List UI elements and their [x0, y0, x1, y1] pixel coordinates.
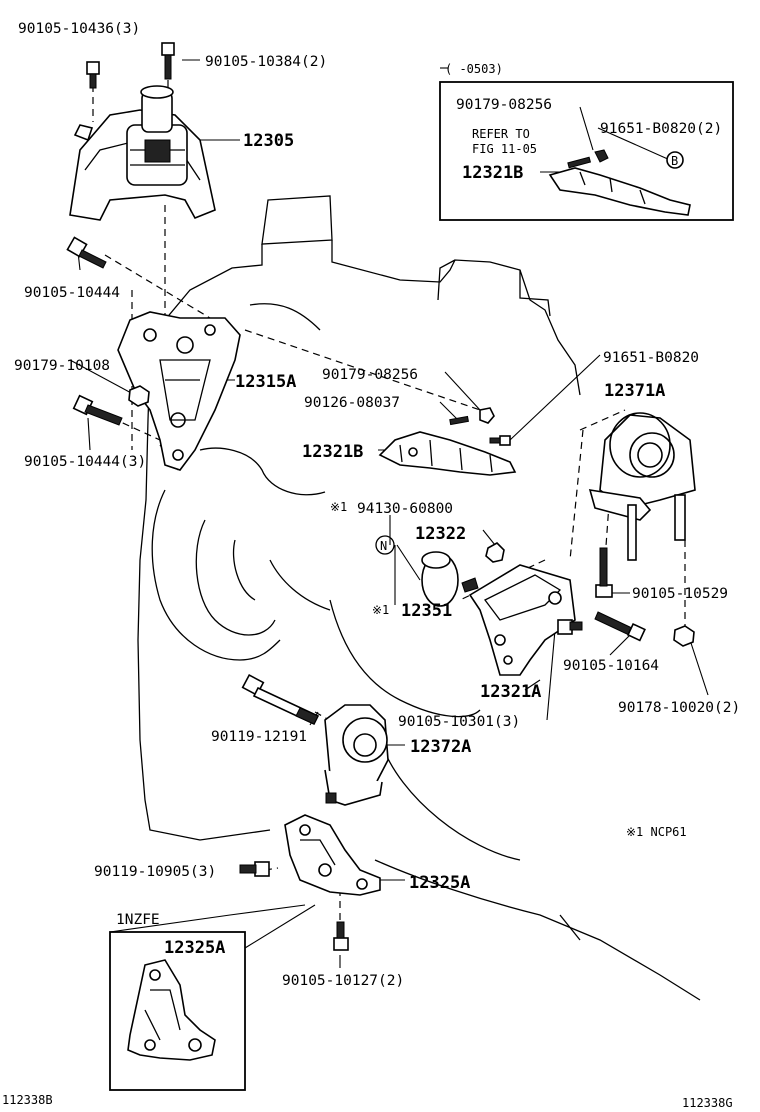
nut-90178-10020	[673, 625, 695, 647]
bolt-90105-10301	[557, 619, 583, 635]
inset-fig: FIG 11-05	[472, 142, 537, 156]
label-12371A: 12371A	[604, 381, 665, 401]
label-90179-10108: 90179-10108	[14, 358, 110, 374]
note-ncp61: ※1 NCP61	[626, 825, 687, 839]
label-n: N	[380, 539, 387, 553]
label-12321B: 12321B	[302, 442, 363, 462]
n-circle	[375, 535, 395, 555]
mount-12371A	[588, 412, 696, 561]
inset-label-91651-B0820: 91651-B0820(2)	[600, 121, 722, 137]
label-12351: 12351	[401, 601, 452, 621]
label-94130-60800: 94130-60800	[357, 501, 453, 517]
bracket-12321A	[461, 564, 576, 676]
label-90105-10436: 90105-10436(3)	[18, 21, 140, 37]
label-12322: 12322	[415, 524, 466, 544]
stud-90126-08037	[449, 415, 469, 426]
label-90105-10529: 90105-10529	[632, 586, 728, 602]
inset-refer-to: REFER TO	[472, 127, 530, 141]
bolt-90105-10164	[594, 611, 646, 642]
inset-bracket-12321B	[548, 149, 691, 216]
bolt-90105-10444-top	[66, 236, 107, 269]
bolt-90119-10905	[239, 861, 270, 877]
mount-12305	[69, 85, 216, 221]
label-90105-10444-b: 90105-10444(3)	[24, 454, 146, 470]
inset-box-1nzfe	[109, 931, 246, 1091]
label-12325A: 12325A	[409, 873, 470, 893]
label-90105-10164: 90105-10164	[563, 658, 659, 674]
label-90126-08037: 90126-08037	[304, 395, 400, 411]
label-12315A: 12315A	[235, 372, 296, 392]
label-90105-10444-a: 90105-10444	[24, 285, 120, 301]
inset-bracket-12325A	[127, 959, 216, 1061]
nut-90179-08256	[479, 407, 495, 424]
inset-label-b: B	[671, 154, 678, 168]
label-90105-10384: 90105-10384(2)	[205, 54, 327, 70]
damper-12351	[421, 551, 459, 607]
nut-12322	[485, 542, 505, 563]
inset-box-top	[439, 81, 734, 221]
inset-label-12321B: 12321B	[462, 163, 523, 183]
diagram-code-left: 112338B	[2, 1093, 53, 1107]
inset-range: ( -0503)	[445, 62, 503, 76]
bolt-90105-10444-lower	[72, 394, 123, 426]
inset-1nzfe-12325A: 12325A	[164, 938, 225, 958]
bolt-90105-10436	[86, 61, 100, 89]
engine-block-outline	[137, 195, 701, 1001]
label-90105-10301: 90105-10301(3)	[398, 714, 520, 730]
bracket-12325A	[284, 814, 381, 896]
bracket-12321B	[378, 431, 517, 476]
bracket-12315A	[117, 311, 241, 471]
diagram-code-right: 112338G	[682, 1096, 733, 1110]
label-90178-10020: 90178-10020(2)	[618, 700, 740, 716]
label-90119-12191: 90119-12191	[211, 729, 307, 745]
star-mark-1: ※1	[330, 500, 347, 514]
label-90105-10127: 90105-10127(2)	[282, 973, 404, 989]
label-12321A: 12321A	[480, 682, 541, 702]
nut-90179-10108	[128, 385, 150, 407]
bolt-90105-10384	[161, 42, 175, 80]
bolt-91651-B0820	[489, 435, 511, 446]
inset-label-90179-08256: 90179-08256	[456, 97, 552, 113]
mount-12372A	[324, 704, 389, 806]
label-91651-B0820: 91651-B0820	[603, 350, 699, 366]
label-12305: 12305	[243, 131, 294, 151]
label-12372A: 12372A	[410, 737, 471, 757]
inset-1nzfe-title: 1NZFE	[116, 912, 160, 928]
bolt-90119-12191	[241, 673, 320, 726]
bolt-90105-10529	[595, 547, 613, 598]
bolt-90105-10127	[333, 921, 349, 951]
label-90119-10905: 90119-10905(3)	[94, 864, 216, 880]
label-90179-08256: 90179-08256	[322, 367, 418, 383]
star-mark-2: ※1	[372, 603, 389, 617]
